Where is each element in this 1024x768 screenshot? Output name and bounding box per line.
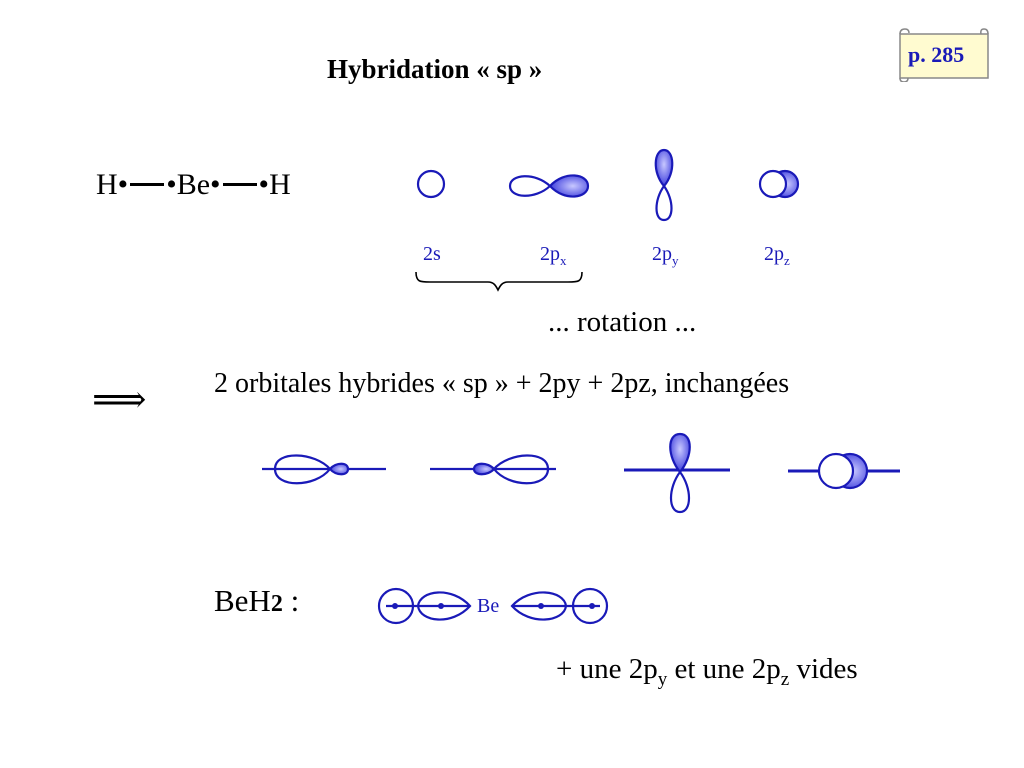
page-reference: p. 285 bbox=[908, 42, 965, 67]
be-center-label: Be bbox=[477, 595, 500, 617]
atom-h-left: H bbox=[96, 168, 118, 201]
electron-dots bbox=[392, 603, 595, 609]
scroll-icon bbox=[899, 28, 989, 82]
beh2-label: BeH2 : bbox=[214, 583, 300, 618]
page-title: Hybridation « sp » bbox=[327, 54, 543, 84]
orbital-2px bbox=[508, 174, 590, 198]
label-2pz: 2pz bbox=[764, 243, 790, 268]
orbital-2py-unchanged bbox=[624, 432, 730, 514]
bond-line bbox=[222, 182, 257, 186]
orbital-2py bbox=[654, 148, 674, 222]
page-reference-tag: p. 285 bbox=[896, 28, 994, 82]
rotation-caption: ... rotation ... bbox=[548, 306, 697, 338]
hybrid-sp-left bbox=[262, 454, 386, 485]
beh2-orbital-overlap bbox=[377, 587, 609, 625]
hybrid-caption: 2 orbitales hybrides « sp » + 2py + 2pz,… bbox=[214, 368, 790, 399]
orbital-2s bbox=[416, 169, 446, 199]
bond-line bbox=[130, 182, 165, 186]
hybrid-sp-right bbox=[430, 454, 556, 485]
brace bbox=[415, 271, 583, 292]
molecule-hbeh: H••Be••H bbox=[96, 168, 291, 202]
atom-be: Be bbox=[176, 168, 211, 201]
label-2py: 2py bbox=[652, 243, 679, 268]
implies-arrow-icon: ⟹ bbox=[92, 379, 147, 421]
label-2px: 2px bbox=[540, 243, 567, 268]
orbital-2pz-unchanged bbox=[788, 452, 900, 490]
dot-icon: • bbox=[166, 168, 177, 201]
label-2s: 2s bbox=[423, 243, 441, 265]
dot-icon: • bbox=[258, 168, 270, 201]
orbital-2pz bbox=[758, 169, 800, 199]
dot-icon: • bbox=[210, 168, 221, 201]
atom-h-right: H bbox=[269, 168, 291, 201]
dot-icon: • bbox=[117, 168, 129, 201]
empty-orbitals-caption: + une 2py et une 2pz vides bbox=[556, 653, 858, 690]
